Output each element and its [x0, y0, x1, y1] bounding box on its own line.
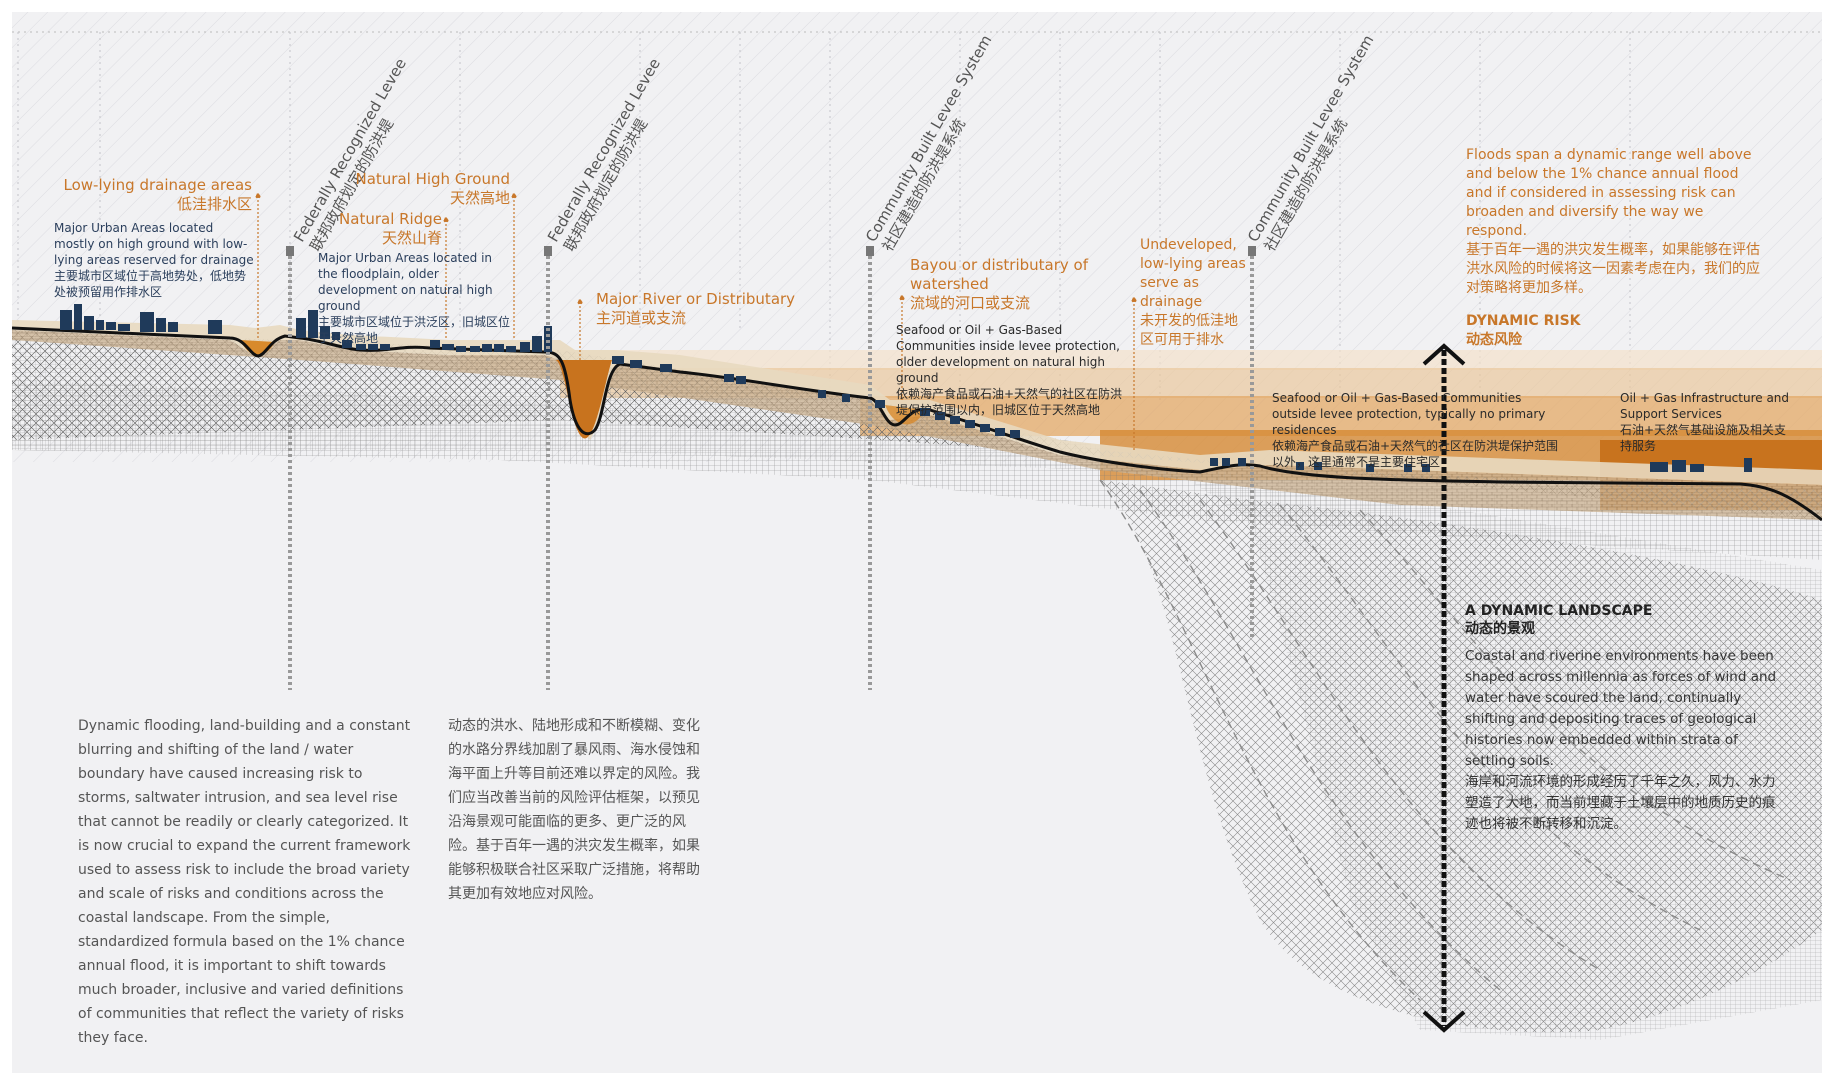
label-natural-ridge: Natural Ridge 天然山脊: [320, 210, 442, 248]
houses-on-stilts: [612, 356, 1752, 472]
topsoil-layer: [12, 320, 1822, 485]
leader-lines: [255, 193, 1137, 450]
label-zh: 天然山脊: [381, 229, 442, 247]
note-oil-gas: Oil + Gas Infrastructure and Support Ser…: [1620, 390, 1790, 454]
label-en: Major River or Distributary: [596, 290, 796, 308]
note-en: Major Urban Areas located in the floodpl…: [318, 251, 493, 313]
tan-ground-layer: [12, 330, 1822, 520]
note-en: Oil + Gas Infrastructure and Support Ser…: [1620, 391, 1790, 421]
dynamic-risk-zh: 动态风险: [1466, 332, 1522, 348]
note-seafood-inside: Seafood or Oil + Gas-Based Communities i…: [896, 322, 1126, 418]
note-zh: 依赖海产食品或石油+天然气的社区在防洪堤保护范围以外，这里通常不是主要住宅区: [1272, 439, 1559, 469]
levee-markers: [286, 246, 1256, 690]
dynamic-landscape-zh: 海岸和河流环境的形成经历了千年之久，风力、水力塑造了大地，而当前埋藏于土壤层中的…: [1465, 774, 1776, 832]
floods-note-zh: 基于百年一遇的洪灾发生概率，如果能够在评估洪水风险的时候将这一因素考虑在内，我们…: [1466, 242, 1760, 296]
note-en: Major Urban Areas located mostly on high…: [54, 221, 254, 267]
note-urban-high-ground: Major Urban Areas located mostly on high…: [54, 220, 254, 300]
label-bayou: Bayou or distributary of watershed 流域的河口…: [910, 256, 1090, 313]
label-natural-high-ground: Natural High Ground 天然高地: [340, 170, 510, 208]
river-water: [555, 360, 612, 439]
label-major-river: Major River or Distributary 主河道或支流: [596, 290, 795, 328]
note-zh: 依赖海产食品或石油+天然气的社区在防洪堤保护范围以内，旧城区位于天然高地: [896, 387, 1123, 417]
note-zh: 主要城市区域位于高地势处，低地势处被预留用作排水区: [54, 269, 247, 299]
floods-note-en: Floods span a dynamic range well above a…: [1466, 147, 1752, 239]
body-text-en: Dynamic flooding, land-building and a co…: [78, 718, 411, 1046]
label-zh: 未开发的低洼地区可用于排水: [1140, 313, 1238, 348]
note-urban-floodplain: Major Urban Areas located in the floodpl…: [318, 250, 514, 346]
ground-profile-line: [11, 326, 1822, 522]
body-text-zh: 动态的洪水、陆地形成和不断模糊、变化的水路分界线加剧了暴风雨、海水侵蚀和海平面上…: [448, 718, 700, 902]
label-en: Bayou or distributary of watershed: [910, 256, 1089, 293]
label-en: Undeveloped, low-lying areas serve as dr…: [1140, 237, 1246, 310]
label-zh: 低洼排水区: [176, 195, 252, 213]
note-en: Seafood or Oil + Gas-Based Communities o…: [1272, 391, 1546, 437]
dynamic-landscape-title-zh: 动态的景观: [1465, 621, 1535, 637]
label-zh: 天然高地: [449, 189, 510, 207]
label-en: Low-lying drainage areas: [63, 176, 253, 194]
note-seafood-outside: Seafood or Oil + Gas-Based Communities o…: [1272, 390, 1562, 470]
note-zh: 石油+天然气基础设施及相关支持服务: [1620, 423, 1787, 453]
label-undeveloped: Undeveloped, low-lying areas serve as dr…: [1140, 236, 1246, 350]
label-zh: 主河道或支流: [596, 309, 687, 327]
note-en: Seafood or Oil + Gas-Based Communities i…: [896, 323, 1120, 385]
dynamic-risk-en: DYNAMIC RISK: [1466, 313, 1581, 329]
sediment-lobe: [1100, 480, 1822, 1033]
floods-note: Floods span a dynamic range well above a…: [1466, 146, 1762, 298]
dynamic-landscape-block: A DYNAMIC LANDSCAPE 动态的景观 Coastal and ri…: [1465, 602, 1785, 835]
dynamic-risk-title: DYNAMIC RISK 动态风险: [1466, 312, 1581, 350]
urban-buildings: [60, 304, 552, 352]
note-zh: 主要城市区域位于洪泛区，旧城区位于天然高地: [318, 315, 511, 345]
label-en: Natural Ridge: [339, 210, 442, 228]
sediment-curves: [1099, 479, 1791, 1001]
dynamic-landscape-title-en: A DYNAMIC LANDSCAPE: [1465, 603, 1653, 619]
label-en: Natural High Ground: [355, 170, 510, 188]
label-zh: 流域的河口或支流: [910, 294, 1031, 312]
water-band-1: [460, 350, 1822, 370]
dynamic-landscape-en: Coastal and riverine environments have b…: [1465, 648, 1777, 769]
label-low-drainage: Low-lying drainage areas 低洼排水区: [40, 176, 253, 214]
vertical-gridlines: [17, 32, 1631, 400]
dynamic-risk-arrow: [1422, 343, 1466, 1033]
